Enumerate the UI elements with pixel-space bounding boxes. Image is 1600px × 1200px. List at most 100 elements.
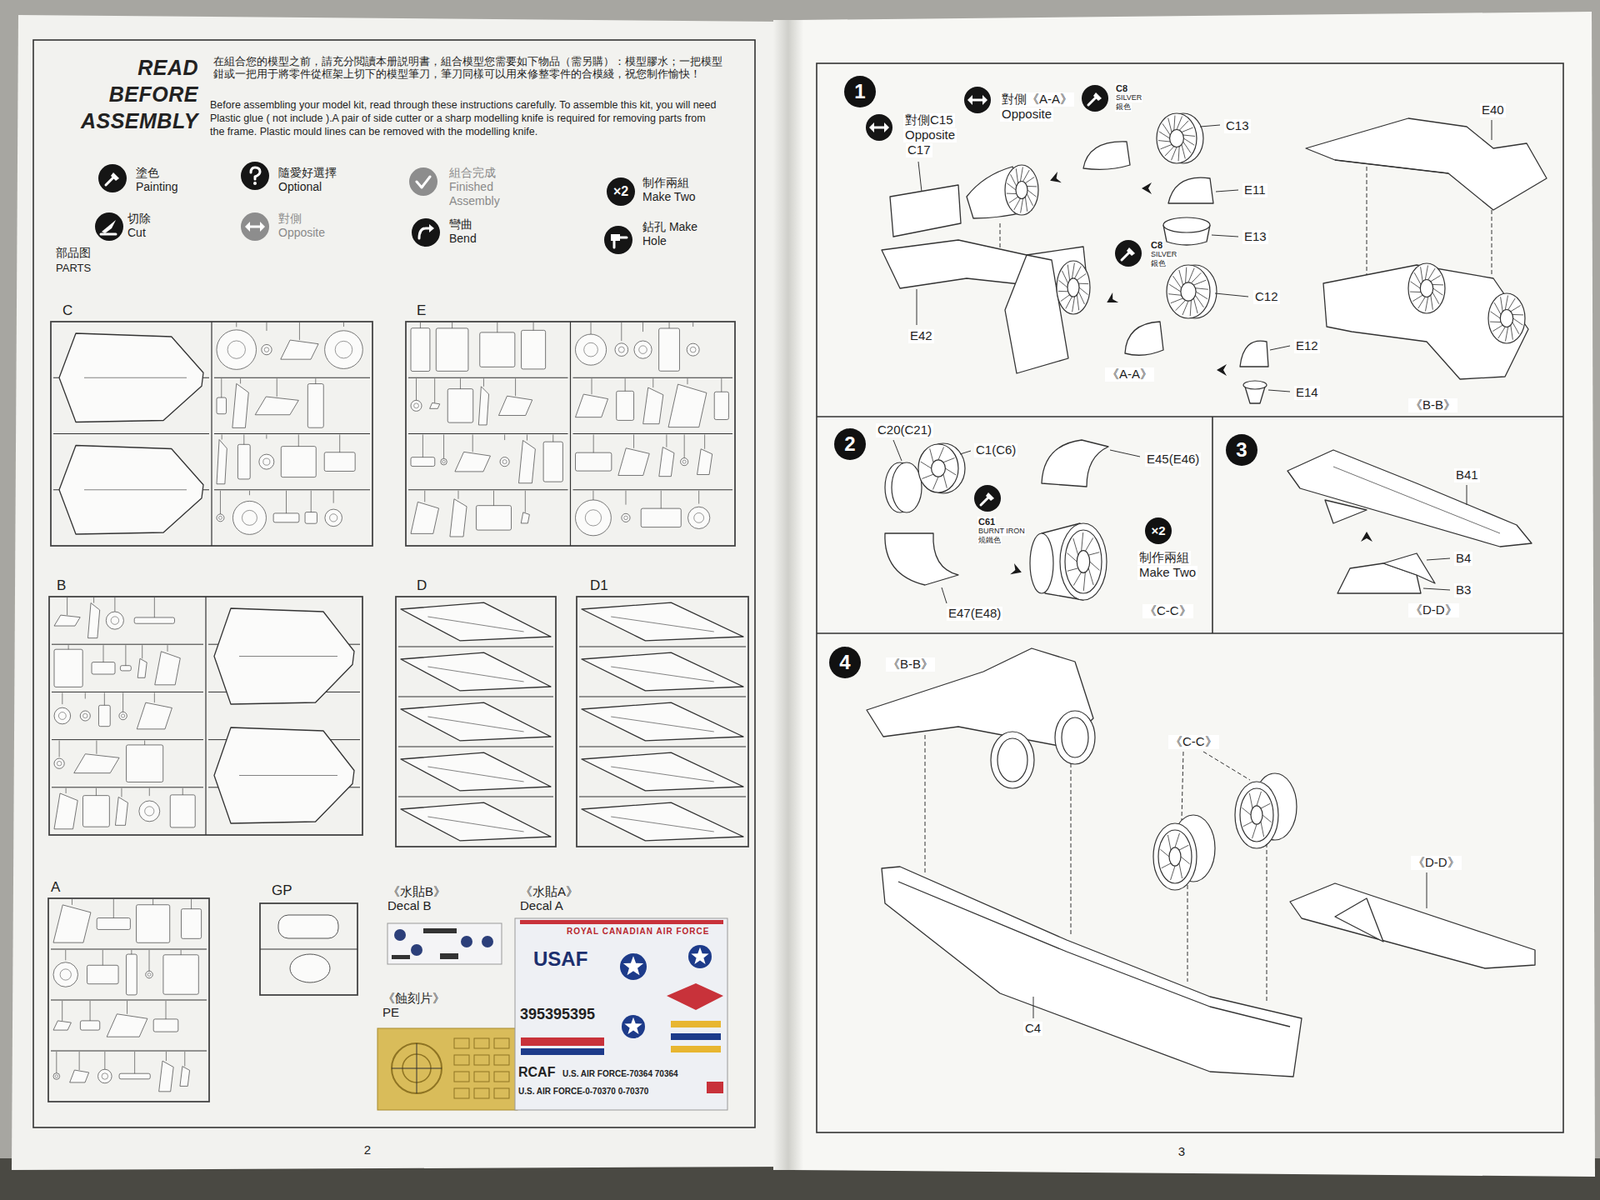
- decal-stripe: [520, 1048, 605, 1055]
- fan-blade: [1081, 532, 1084, 551]
- decal-sheet: 《水貼B》 Decal B: [383, 881, 507, 969]
- fan-blade: [1168, 294, 1181, 296]
- sprue-part: [624, 515, 629, 520]
- fan-blade: [1185, 267, 1187, 284]
- sprue-gate: [684, 435, 685, 459]
- sprue-part: [145, 806, 155, 816]
- fan-blade: [1079, 287, 1089, 295]
- sprue-part: [96, 918, 130, 930]
- panel-line: [610, 766, 715, 782]
- sprue-gate: [339, 435, 340, 453]
- sprue-part: [115, 796, 128, 825]
- sprue-gate: [95, 788, 97, 796]
- sprue-part: [263, 458, 270, 465]
- sprue-part: [325, 509, 343, 527]
- photo-etch-part: [494, 1071, 510, 1082]
- sprue-part: [686, 343, 700, 356]
- part-drawing: [1083, 141, 1130, 170]
- sprue-gate: [65, 788, 67, 794]
- canopy-part: [278, 915, 339, 939]
- sprue-part: [120, 665, 131, 671]
- fan-blade: [1260, 821, 1265, 837]
- part-label: 《C-C》: [1142, 604, 1194, 619]
- part-drawing: [1168, 177, 1214, 204]
- sprue-part: [575, 394, 609, 418]
- sprue-part: [101, 1073, 108, 1080]
- sprue-gate: [451, 322, 453, 329]
- sprue-gate: [660, 490, 662, 509]
- fan-blade: [938, 447, 945, 460]
- heading: ASSEMBLY: [80, 110, 199, 134]
- sprue-runner: [53, 433, 210, 435]
- sprue-gate: [167, 645, 169, 652]
- fan-blade: [1025, 176, 1035, 183]
- part-label: C12: [1253, 290, 1280, 305]
- sprue-gate: [276, 378, 278, 397]
- decal-star: [624, 1017, 642, 1035]
- icon-hole: [604, 225, 633, 255]
- sprue-part: [155, 651, 181, 685]
- sprue-runner: [579, 796, 746, 798]
- sprue-gate: [141, 645, 143, 659]
- icon-glyph: [967, 95, 973, 105]
- photo-etch-part: [454, 1038, 470, 1049]
- sprue-gate: [149, 788, 150, 796]
- decal-text: RCAF: [518, 1065, 555, 1080]
- step-number: 4: [829, 646, 861, 679]
- sprue-part: [86, 965, 119, 984]
- sprue-part: [307, 384, 324, 429]
- sprue-part: [163, 955, 199, 995]
- sprue-part: [400, 702, 551, 741]
- sprue-part: [581, 802, 744, 841]
- icon-disc: [606, 177, 635, 206]
- fan-blade: [1500, 296, 1504, 311]
- sprue-part: [543, 441, 563, 482]
- fan-blade: [1430, 295, 1434, 310]
- sprue-part: [227, 340, 245, 359]
- sprue-part: [134, 617, 175, 624]
- sprue-part: [621, 513, 630, 522]
- sprue-part: [54, 793, 78, 830]
- engine-face: [1156, 113, 1197, 164]
- decal-roundel: [460, 935, 473, 948]
- fan-blade: [1425, 265, 1428, 280]
- sprue-gate: [422, 435, 424, 458]
- part-label: E13: [1242, 230, 1269, 245]
- sprue-part: [435, 328, 469, 371]
- sprue-part: [690, 346, 696, 353]
- make-two-badge: ×2: [606, 177, 635, 206]
- sprue-gate: [424, 490, 425, 503]
- sprue-gate: [515, 378, 516, 396]
- fan-blade: [945, 468, 956, 475]
- panel-line: [239, 775, 338, 776]
- icon-q: [240, 161, 270, 190]
- fan-blade: [1075, 266, 1082, 280]
- decal-roundel: [688, 945, 712, 969]
- panel-line: [610, 716, 715, 732]
- instruction-text: 在組合您的模型之前，請充分閲讀本册説明書，組合模型您需要如下物品（需另購）：模型…: [213, 55, 724, 80]
- decal-stripe: [670, 1033, 721, 1040]
- panel-line: [610, 616, 715, 632]
- fan-blade: [1020, 166, 1023, 181]
- fan-blade: [1173, 275, 1182, 289]
- sprue-part: [53, 905, 91, 943]
- sprue-part: [280, 446, 316, 478]
- fan-blade: [1170, 865, 1175, 880]
- part-label: C13: [1224, 119, 1251, 134]
- icon-glyph: [110, 172, 120, 181]
- leader-line: [1466, 485, 1468, 505]
- fan-blade: [1067, 553, 1078, 562]
- legend-entry: 鉆孔 Make Hole: [642, 220, 701, 249]
- icon-paint: [1115, 240, 1142, 267]
- sprue-part: [136, 905, 170, 944]
- sprue-part: [521, 330, 546, 370]
- sprue-part: [54, 615, 80, 626]
- engine-hub: [1015, 181, 1028, 200]
- sprue-gate: [343, 322, 345, 327]
- part-label: E42: [908, 329, 935, 344]
- leader-line: [1270, 345, 1290, 350]
- leader-line: [893, 440, 902, 461]
- decal-star: [623, 955, 644, 975]
- sprue-gate: [249, 490, 250, 495]
- sprue-gate: [71, 899, 73, 905]
